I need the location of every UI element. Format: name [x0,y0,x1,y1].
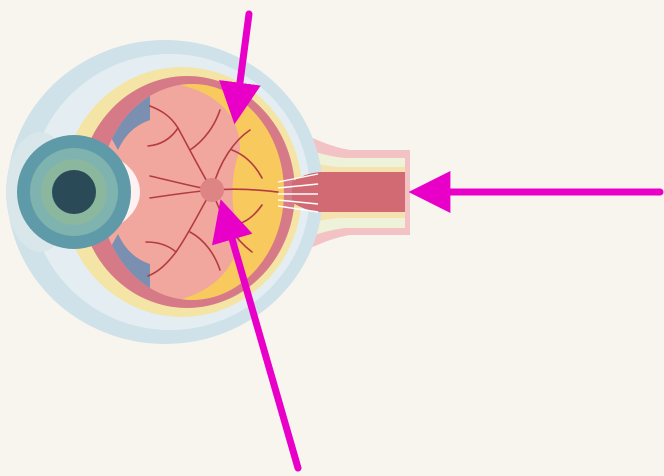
pupil [52,170,96,214]
optic-nerve [292,172,405,212]
fovea [200,178,224,202]
